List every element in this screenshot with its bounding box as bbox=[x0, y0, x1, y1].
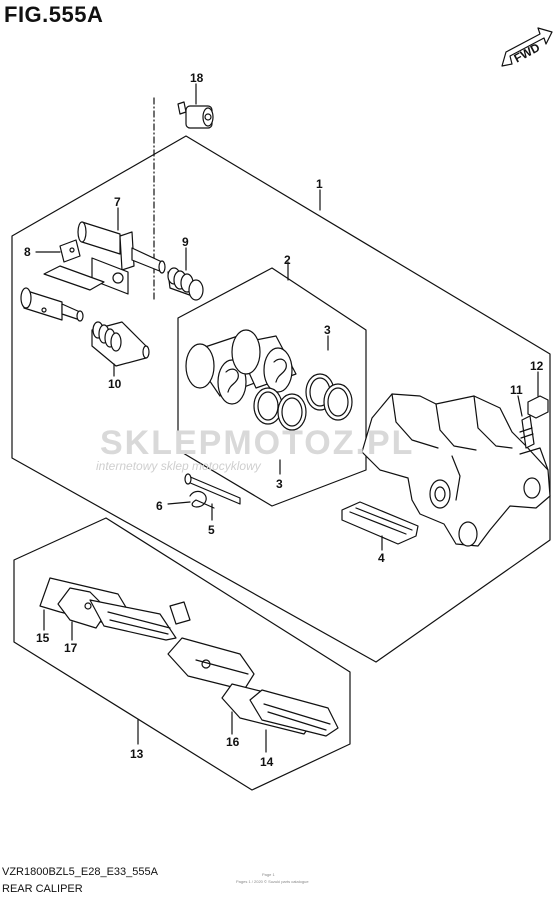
assembly-outline-1 bbox=[11, 135, 551, 663]
watermark: SKLEPMOTOZ.PL internetowy sklep motocykl… bbox=[96, 424, 414, 473]
callout-9: 9 bbox=[182, 235, 189, 249]
footer-fine-print-2: Pages 1 / 2020 © Suzuki parts catalogue bbox=[236, 879, 309, 884]
leader-lines bbox=[35, 83, 539, 753]
pad-16-icon bbox=[167, 637, 255, 691]
callout-1: 1 bbox=[316, 177, 323, 191]
callout-11: 11 bbox=[510, 383, 523, 397]
pin-retainer-8-icon bbox=[43, 239, 129, 295]
callout-12: 12 bbox=[530, 359, 544, 373]
sleeve-pin-icon bbox=[20, 287, 84, 322]
callout-15: 15 bbox=[36, 631, 50, 645]
boot-9-icon bbox=[167, 267, 204, 301]
watermark-tagline: internetowy sklep motocyklowy bbox=[96, 459, 262, 473]
pad-pin-5-icon bbox=[184, 473, 241, 505]
callout-2: 2 bbox=[284, 253, 291, 267]
slide-pin-7-icon bbox=[77, 221, 166, 274]
callout-17: 17 bbox=[64, 641, 78, 655]
bolt-18-icon bbox=[177, 101, 214, 129]
callout-3b: 3 bbox=[276, 477, 283, 491]
fwd-label: FWD bbox=[512, 40, 543, 65]
pad-spring-4-icon bbox=[341, 501, 419, 545]
pad-14-icon bbox=[221, 683, 339, 737]
footer-fine-print-1: Page 1 bbox=[262, 872, 275, 877]
callout-18: 18 bbox=[190, 71, 204, 85]
seal-3-icon bbox=[253, 373, 353, 431]
callout-10: 10 bbox=[108, 377, 122, 391]
callout-3a: 3 bbox=[324, 323, 331, 337]
figure-title: FIG.555A bbox=[4, 2, 104, 27]
callout-7: 7 bbox=[114, 195, 121, 209]
pad-17-icon bbox=[57, 587, 191, 641]
clip-6-icon bbox=[189, 490, 215, 509]
callout-8: 8 bbox=[24, 245, 31, 259]
callout-6: 6 bbox=[156, 499, 163, 513]
seal-kit-outline-2 bbox=[177, 267, 367, 507]
watermark-brand: SKLEPMOTOZ.PL bbox=[100, 424, 414, 462]
callout-13: 13 bbox=[130, 747, 144, 761]
caliper-body-icon bbox=[361, 393, 551, 547]
diagram-code: VZR1800BZL5_E28_E33_555A bbox=[2, 866, 158, 878]
piston-2-icon bbox=[185, 329, 297, 405]
callout-16: 16 bbox=[226, 735, 240, 749]
bleeder-cap-12-icon bbox=[527, 395, 549, 419]
bleeder-11-icon bbox=[519, 415, 535, 449]
callout-5: 5 bbox=[208, 523, 215, 537]
callout-4: 4 bbox=[378, 551, 385, 565]
diagram-name: REAR CALIPER bbox=[2, 883, 83, 895]
callout-14: 14 bbox=[260, 755, 274, 769]
boot-10-icon bbox=[91, 321, 150, 367]
pad-set-outline-13 bbox=[13, 517, 351, 791]
fwd-arrow-icon: FWD bbox=[501, 27, 553, 67]
